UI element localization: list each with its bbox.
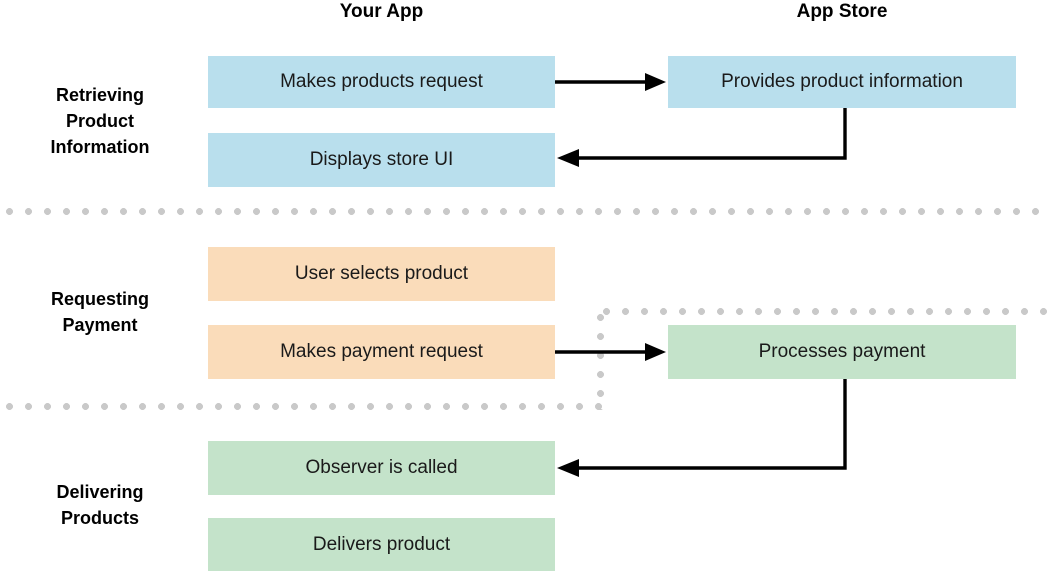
column-header-app-store: App Store bbox=[796, 1, 888, 22]
step-box-displays-store-ui[interactable]: Displays store UI bbox=[208, 133, 555, 187]
store-phase-divider-top bbox=[597, 308, 1049, 315]
step-box-makes-products-request[interactable]: Makes products request bbox=[208, 56, 555, 108]
step-label: User selects product bbox=[294, 263, 469, 284]
step-label: Displays store UI bbox=[309, 149, 454, 170]
step-box-observer-is-called[interactable]: Observer is called bbox=[208, 441, 555, 495]
step-label: Makes payment request bbox=[280, 341, 483, 362]
step-label: Provides product information bbox=[721, 71, 963, 92]
column-header-your-app: Your App bbox=[339, 1, 424, 22]
step-label: Delivers product bbox=[312, 534, 451, 555]
store-phase-divider-vertical bbox=[597, 308, 604, 410]
step-label: Makes products request bbox=[280, 71, 483, 92]
phase-divider-retrieving-requesting bbox=[0, 208, 1049, 215]
step-box-processes-payment[interactable]: Processes payment bbox=[668, 325, 1016, 379]
step-label: Processes payment bbox=[758, 341, 926, 362]
step-label: Observer is called bbox=[305, 457, 458, 478]
step-box-makes-payment-request[interactable]: Makes payment request bbox=[208, 325, 555, 379]
step-box-provides-product-information[interactable]: Provides product information bbox=[668, 56, 1016, 108]
phase-divider-requesting-delivering bbox=[0, 403, 603, 410]
step-box-user-selects-product[interactable]: User selects product bbox=[208, 247, 555, 301]
step-box-delivers-product[interactable]: Delivers product bbox=[208, 518, 555, 571]
